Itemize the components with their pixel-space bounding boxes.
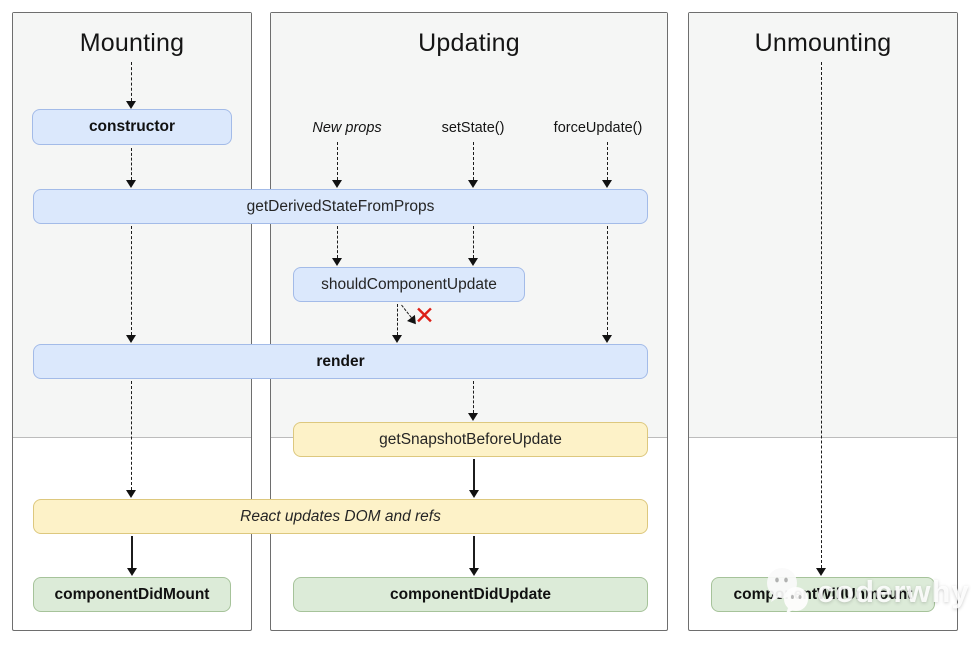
arrow-constructor-to-gdsfp <box>126 148 137 188</box>
arrow-gdsfp-to-scu-left <box>332 226 343 266</box>
arrow-mounting-to-constructor <box>126 62 137 109</box>
arrow-set-state-to-gdsfp <box>468 142 479 188</box>
arrow-scu-to-render <box>392 304 403 343</box>
panel-title-updating: Updating <box>418 29 520 57</box>
node-component-did-mount: componentDidMount <box>33 577 231 612</box>
panel-unmounting: Unmounting <box>688 12 958 631</box>
node-get-snapshot-before-update: getSnapshotBeforeUpdate <box>293 422 648 457</box>
arrow-force-update-to-gdsfp <box>602 142 613 188</box>
arrow-force-update-bypass-to-render <box>602 226 613 343</box>
arrow-react-updates-to-component-did-mount <box>127 536 138 576</box>
arrow-gsbu-to-react-updates <box>469 459 480 498</box>
trigger-new-props: New props <box>312 120 382 136</box>
node-constructor: constructor <box>32 109 232 145</box>
panel-updating: Updating <box>270 12 668 631</box>
node-component-will-unmount: componentWillUnmount <box>711 577 935 612</box>
arrow-new-props-to-gdsfp <box>332 142 343 188</box>
node-react-updates-dom-and-refs: React updates DOM and refs <box>33 499 648 534</box>
arrow-render-to-react-updates-mounting <box>126 381 137 498</box>
render-phase-background <box>689 13 957 438</box>
node-should-component-update: shouldComponentUpdate <box>293 267 525 302</box>
stop-x-icon: ✕ <box>414 302 435 330</box>
arrow-react-updates-to-component-did-update <box>469 536 480 576</box>
trigger-force-update: forceUpdate() <box>553 120 643 136</box>
trigger-set-state: setState() <box>441 120 505 136</box>
arrow-unmounting-to-component-will-unmount <box>816 62 827 576</box>
node-render: render <box>33 344 648 379</box>
arrow-render-to-gsbu <box>468 381 479 421</box>
arrow-gdsfp-to-scu-right <box>468 226 479 266</box>
node-component-did-update: componentDidUpdate <box>293 577 648 612</box>
panel-title-unmounting: Unmounting <box>754 29 892 57</box>
arrow-gdsfp-to-render-mounting <box>126 226 137 343</box>
panel-title-mounting: Mounting <box>79 29 185 57</box>
node-get-derived-state-from-props: getDerivedStateFromProps <box>33 189 648 224</box>
